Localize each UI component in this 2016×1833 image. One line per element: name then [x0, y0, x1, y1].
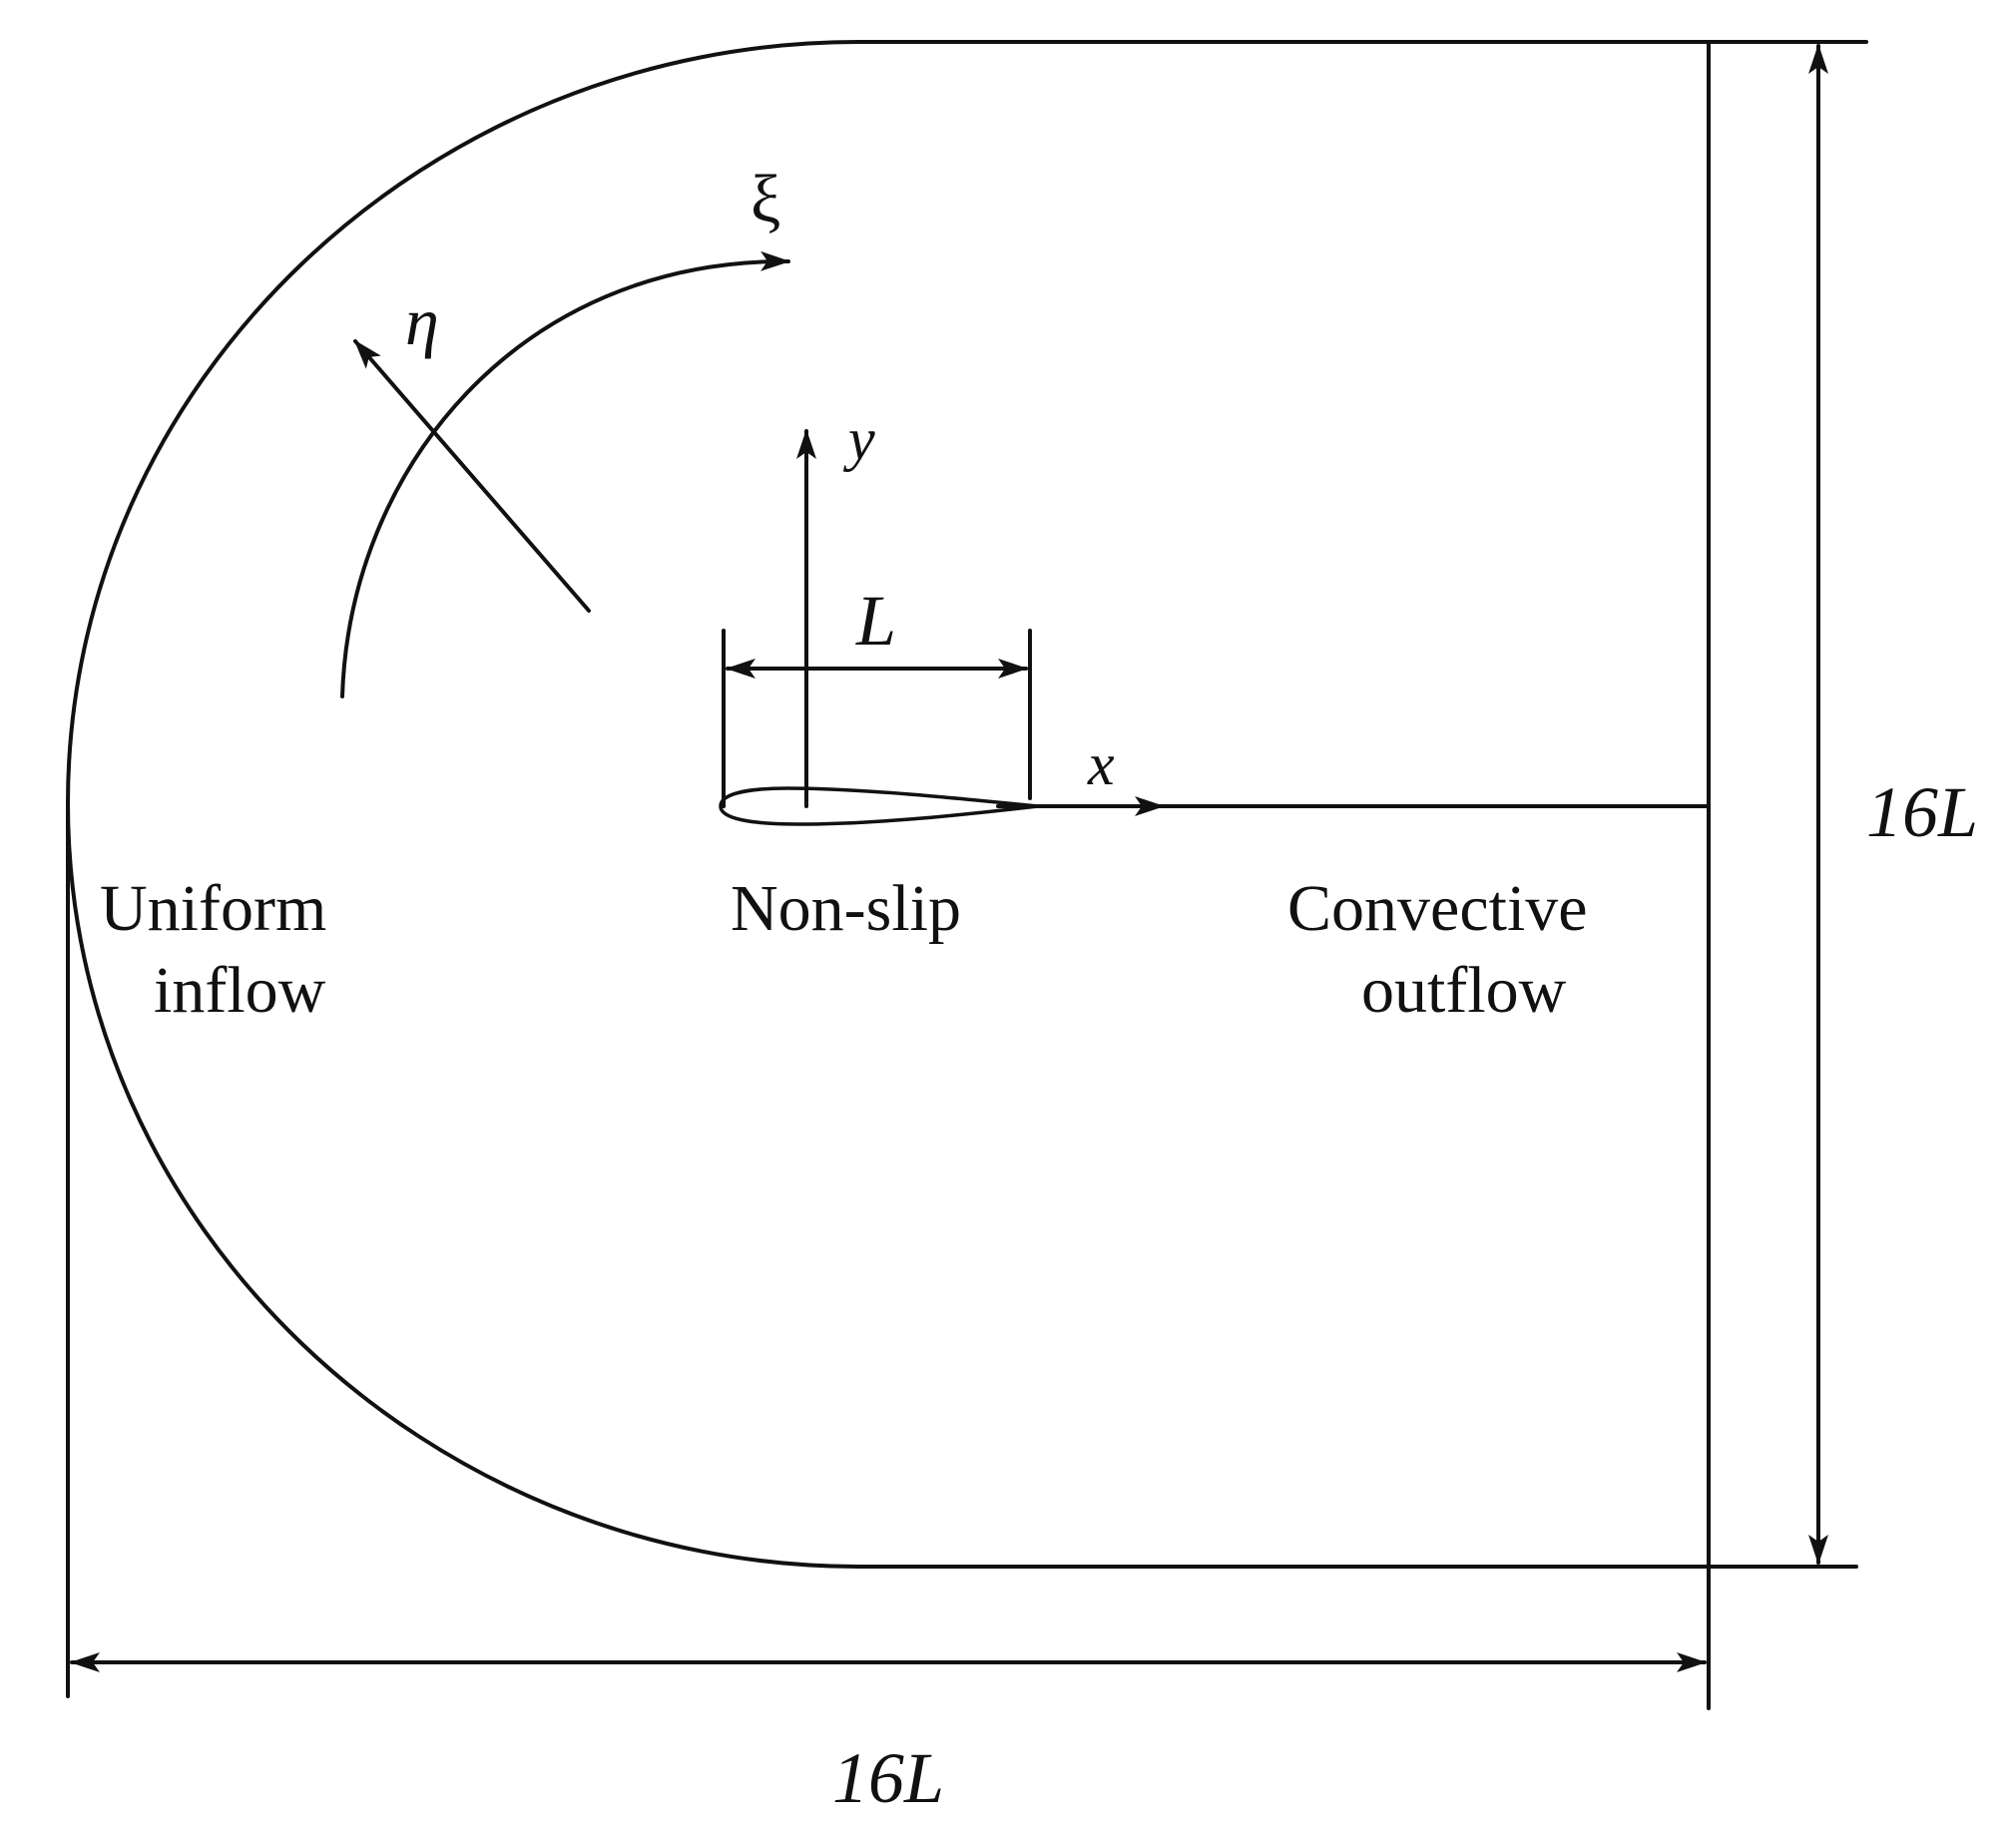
chord-length-label: L: [855, 581, 896, 661]
airfoil-shape: [719, 786, 1040, 826]
width-dimension-label: 16L: [832, 1738, 944, 1818]
outflow-label-line1: Convective: [1287, 872, 1588, 945]
xi-arc-arrow: [340, 250, 790, 698]
xi-label: ξ: [751, 161, 780, 236]
eta-arrow: [353, 339, 591, 613]
domain-inflow-arc: [66, 40, 860, 1569]
height-dimension-label: 16L: [1866, 772, 1978, 852]
outflow-label-line2: outflow: [1361, 954, 1567, 1027]
y-axis-label: y: [842, 406, 875, 472]
inflow-label-line2: inflow: [154, 954, 326, 1027]
inflow-label-line1: Uniform: [100, 872, 326, 945]
eta-label: η: [405, 283, 439, 359]
x-axis-label: x: [1087, 731, 1115, 797]
wall-label: Non-slip: [731, 872, 961, 945]
